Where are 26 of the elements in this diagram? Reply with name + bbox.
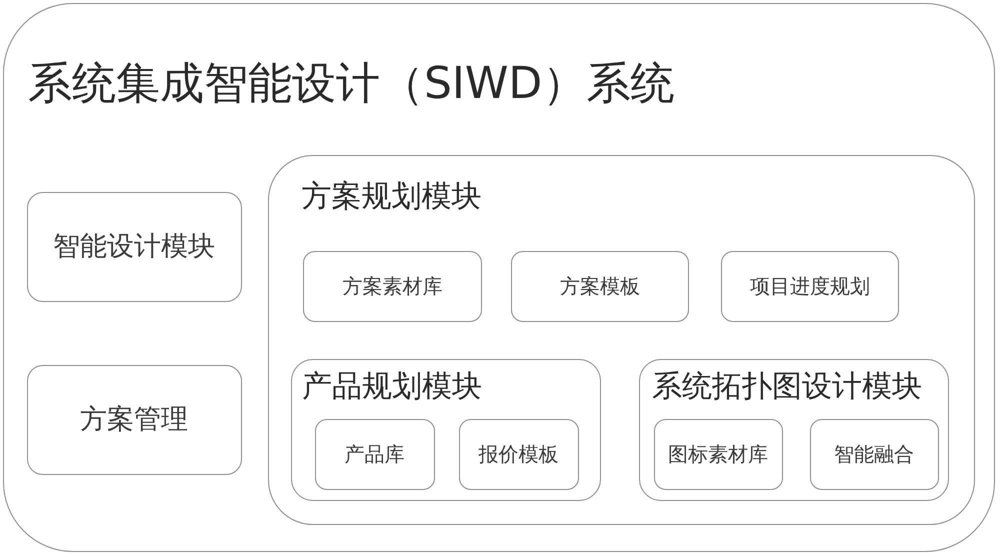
module-label: 报价模板 [478, 442, 558, 466]
module-label: 智能融合 [834, 442, 914, 466]
module-box [511, 251, 689, 322]
module-box [654, 418, 782, 490]
module-group-box [639, 359, 949, 501]
module-box [26, 192, 242, 302]
module-box [721, 251, 899, 322]
module-group-box [268, 154, 974, 524]
group-heading: 产品规划模块 [302, 372, 482, 402]
module-group-box [291, 359, 601, 501]
module-box [26, 364, 242, 474]
module-group-box [3, 3, 995, 552]
module-label: 图标素材库 [668, 442, 768, 466]
module-label: 方案素材库 [342, 274, 442, 299]
module-label: 智能设计模块 [53, 230, 215, 264]
module-label: 方案管理 [80, 402, 188, 436]
module-label: 方案模板 [560, 274, 640, 299]
module-box [458, 418, 578, 490]
module-box [314, 418, 434, 490]
module-label: 项目进度规划 [750, 274, 870, 299]
module-box [303, 251, 482, 322]
group-heading: 系统集成智能设计（SIWD）系统 [28, 62, 674, 106]
module-label: 产品库 [344, 442, 404, 466]
group-heading: 系统拓扑图设计模块 [652, 372, 922, 402]
group-heading: 方案规划模块 [302, 182, 482, 212]
module-box [810, 418, 938, 490]
